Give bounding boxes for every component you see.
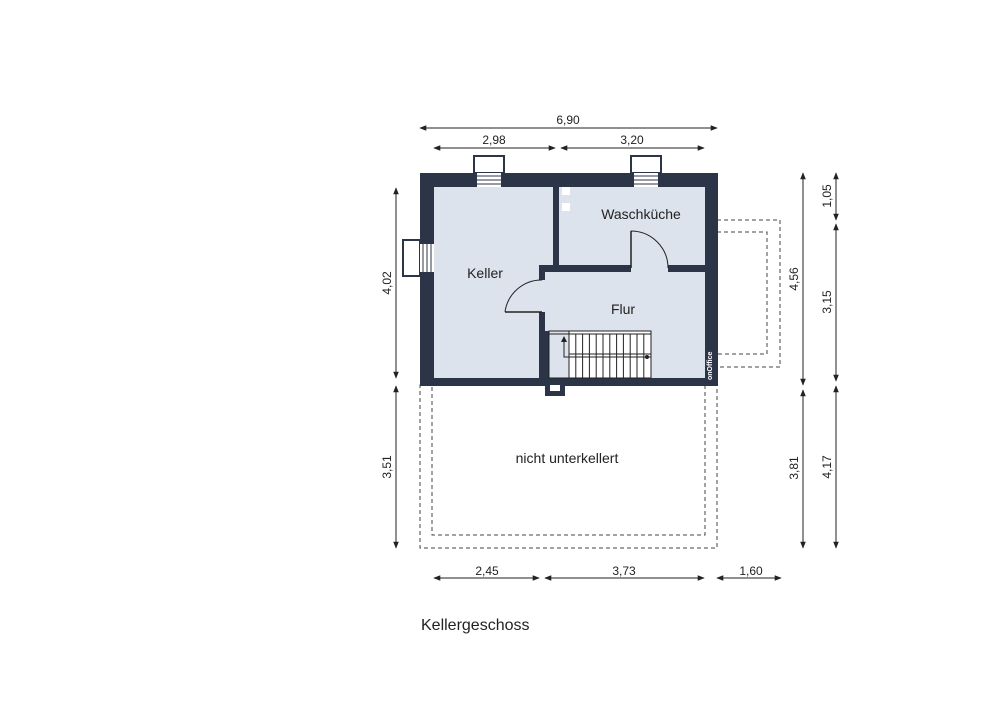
window-top-right (630, 155, 662, 187)
svg-text:2,98: 2,98 (482, 133, 506, 147)
dimension-left-upper: 4,02 (380, 187, 399, 379)
dimension-right-inner-upper: 4,56 (787, 172, 806, 386)
svg-text:4,17: 4,17 (820, 455, 834, 479)
room-label-keller: Keller (467, 265, 503, 281)
dimension-top-left: 2,98 (433, 133, 556, 151)
dimension-right-outer-mid: 3,15 (820, 223, 839, 382)
svg-text:3,20: 3,20 (620, 133, 644, 147)
window-top-left (473, 155, 505, 187)
svg-text:1,60: 1,60 (739, 564, 763, 578)
room-label-flur: Flur (611, 301, 635, 317)
dimension-right-outer-bottom: 4,17 (820, 385, 839, 549)
svg-text:3,15: 3,15 (820, 290, 834, 314)
brand-label: onOffice (707, 352, 714, 380)
building-walls (420, 173, 718, 396)
svg-text:3,81: 3,81 (787, 456, 801, 480)
svg-text:2,45: 2,45 (475, 564, 499, 578)
dimension-top-total: 6,90 (419, 113, 718, 131)
svg-text:1,05: 1,05 (820, 184, 834, 208)
floor-caption: Kellergeschoss (421, 617, 530, 634)
svg-text:4,02: 4,02 (380, 271, 394, 295)
terrace-area (716, 219, 781, 368)
svg-text:3,51: 3,51 (380, 455, 394, 479)
svg-text:6,90: 6,90 (556, 113, 580, 127)
unexcavated-area (419, 384, 718, 549)
room-label-waschkueche: Waschküche (601, 206, 681, 222)
staircase (548, 330, 652, 379)
dimension-bottom-left: 2,45 (433, 564, 540, 581)
door-waschkueche (630, 230, 669, 272)
svg-text:3,73: 3,73 (612, 564, 636, 578)
window-left (402, 239, 434, 277)
room-label-nicht-unterkellert: nicht unterkellert (516, 450, 619, 466)
dimension-top-right: 3,20 (560, 133, 705, 151)
dimension-bottom-mid: 3,73 (544, 564, 705, 581)
dimension-right-inner-lower: 3,81 (787, 389, 806, 549)
door-keller (504, 279, 545, 313)
dimension-left-lower: 3,51 (380, 385, 399, 549)
dimension-right-outer-top: 1,05 (820, 172, 839, 221)
dimension-bottom-right: 1,60 (716, 564, 782, 581)
svg-text:4,56: 4,56 (787, 267, 801, 291)
